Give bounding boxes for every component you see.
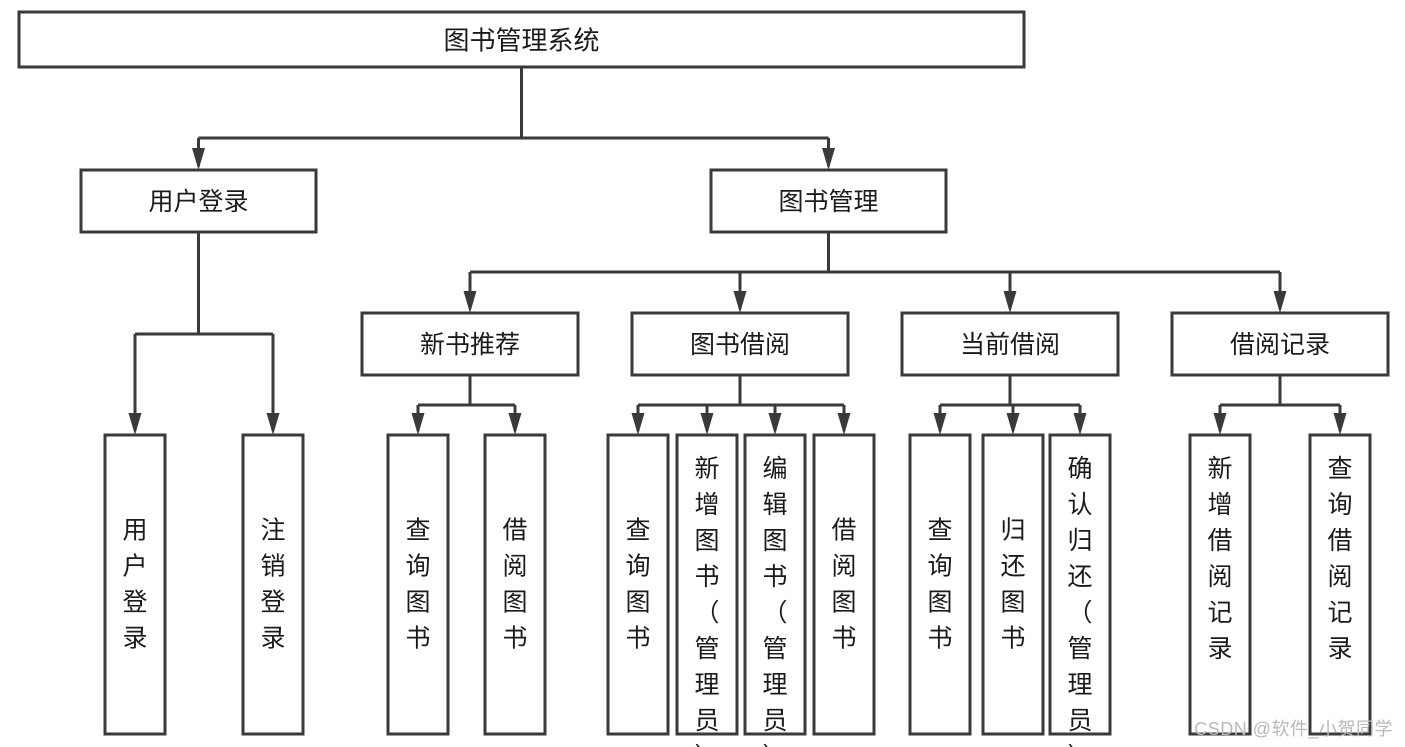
node-box-leaf-add-record[interactable] (1188, 433, 1252, 736)
node-box-root[interactable] (17, 10, 1026, 69)
node-root[interactable]: 图书管理系统 (17, 10, 1026, 69)
node-label-book-borrow: 图书借阅 (690, 331, 790, 359)
node-leaf-return-book[interactable]: 归还图书 (981, 433, 1045, 736)
node-book-borrow[interactable]: 图书借阅 (630, 311, 850, 377)
node-box-user-login[interactable] (79, 168, 318, 234)
arrow-head-icon (1333, 413, 1347, 435)
node-box-current-borrow[interactable] (900, 311, 1120, 377)
arrow-head-icon (631, 413, 645, 435)
node-box-leaf-edit-book[interactable] (743, 433, 807, 736)
arrow-head-icon (733, 291, 747, 313)
arrow-head-icon (508, 413, 522, 435)
node-box-leaf-user-logout[interactable] (241, 433, 305, 736)
node-current-borrow[interactable]: 当前借阅 (900, 311, 1120, 377)
node-label-leaf-edit-book: 编辑图书（管理员） (762, 455, 787, 747)
node-label-new-book-rec: 新书推荐 (420, 331, 520, 359)
node-label-leaf-query-book-rec: 查询图书 (405, 517, 430, 653)
edge-group-book-borrow (631, 375, 851, 435)
node-label-leaf-borrow-book: 借阅图书 (831, 517, 856, 653)
node-leaf-borrow-book-rec[interactable]: 借阅图书 (483, 433, 547, 736)
node-label-borrow-record: 借阅记录 (1230, 331, 1330, 359)
edge-group-borrow-record (1213, 375, 1347, 435)
node-label-leaf-user-logout: 注销登录 (260, 517, 285, 653)
node-leaf-user-login[interactable]: 用户登录 (103, 433, 167, 736)
node-box-leaf-query-record[interactable] (1308, 433, 1372, 736)
arrow-head-icon (463, 291, 477, 313)
edge-group-current-borrow (933, 375, 1087, 435)
arrow-head-icon (837, 413, 851, 435)
node-label-leaf-user-login: 用户登录 (122, 517, 147, 653)
node-leaf-query-book-cur[interactable]: 查询图书 (908, 433, 972, 736)
arrow-head-icon (1003, 291, 1017, 313)
node-leaf-add-record[interactable]: 新增借阅记录 (1188, 433, 1252, 736)
node-box-leaf-user-login[interactable] (103, 433, 167, 736)
arrow-head-icon (1213, 413, 1227, 435)
node-label-leaf-borrow-book-rec: 借阅图书 (502, 517, 527, 653)
node-box-leaf-return-book[interactable] (981, 433, 1045, 736)
node-label-leaf-add-book: 新增图书（管理员） (694, 455, 719, 747)
node-leaf-query-book-rec[interactable]: 查询图书 (386, 433, 450, 736)
node-new-book-rec[interactable]: 新书推荐 (360, 311, 580, 377)
arrow-head-icon (266, 413, 280, 435)
node-label-leaf-return-book: 归还图书 (1000, 517, 1025, 653)
node-leaf-query-record[interactable]: 查询借阅记录 (1308, 433, 1372, 736)
node-box-new-book-rec[interactable] (360, 311, 580, 377)
node-box-book-borrow[interactable] (630, 311, 850, 377)
node-box-book-manage[interactable] (709, 168, 948, 234)
watermark-text: CSDN @软件_小贺同学 (1194, 719, 1393, 739)
arrow-head-icon (411, 413, 425, 435)
edge-group-user-login (128, 232, 280, 435)
arrow-head-icon (1273, 291, 1287, 313)
node-label-root: 图书管理系统 (443, 26, 599, 56)
node-label-current-borrow: 当前借阅 (960, 331, 1060, 359)
arrow-head-icon (192, 148, 205, 170)
node-box-leaf-borrow-book[interactable] (812, 433, 876, 736)
node-box-leaf-confirm-return[interactable] (1048, 433, 1112, 736)
node-leaf-edit-book[interactable]: 编辑图书（管理员） (743, 433, 807, 747)
node-leaf-user-logout[interactable]: 注销登录 (241, 433, 305, 736)
node-borrow-record[interactable]: 借阅记录 (1170, 311, 1390, 377)
arrow-head-icon (700, 413, 714, 435)
node-box-borrow-record[interactable] (1170, 311, 1390, 377)
node-box-leaf-borrow-book-rec[interactable] (483, 433, 547, 736)
arrow-head-icon (1006, 413, 1020, 435)
node-user-login[interactable]: 用户登录 (79, 168, 318, 234)
node-book-manage[interactable]: 图书管理 (709, 168, 948, 234)
connector-layer (128, 67, 1347, 435)
arrow-head-icon (128, 413, 142, 435)
node-leaf-confirm-return[interactable]: 确认归还（管理员） (1048, 433, 1112, 747)
node-label-book-manage: 图书管理 (778, 188, 878, 216)
node-layer: 图书管理系统用户登录图书管理新书推荐图书借阅当前借阅借阅记录用户登录注销登录查询… (17, 10, 1390, 747)
arrow-head-icon (822, 148, 835, 170)
node-box-leaf-query-book-cur[interactable] (908, 433, 972, 736)
edge-group-new-book-rec (411, 375, 522, 435)
node-label-leaf-query-record: 查询借阅记录 (1327, 455, 1352, 663)
node-label-leaf-confirm-return: 确认归还（管理员） (1067, 455, 1092, 747)
node-leaf-add-book[interactable]: 新增图书（管理员） (675, 433, 739, 747)
node-box-leaf-query-book-rec[interactable] (386, 433, 450, 736)
node-label-leaf-query-book-borrow: 查询图书 (625, 517, 650, 653)
node-leaf-query-book-borrow[interactable]: 查询图书 (606, 433, 670, 736)
edge-group-root (192, 67, 835, 170)
node-box-leaf-add-book[interactable] (675, 433, 739, 736)
arrow-head-icon (768, 413, 782, 435)
edge-group-book-manage (463, 232, 1287, 313)
node-label-leaf-query-book-cur: 查询图书 (927, 517, 952, 653)
node-leaf-borrow-book[interactable]: 借阅图书 (812, 433, 876, 736)
node-label-leaf-add-record: 新增借阅记录 (1207, 455, 1232, 663)
arrow-head-icon (1073, 413, 1087, 435)
arrow-head-icon (933, 413, 947, 435)
node-label-user-login: 用户登录 (148, 188, 248, 216)
node-box-leaf-query-book-borrow[interactable] (606, 433, 670, 736)
